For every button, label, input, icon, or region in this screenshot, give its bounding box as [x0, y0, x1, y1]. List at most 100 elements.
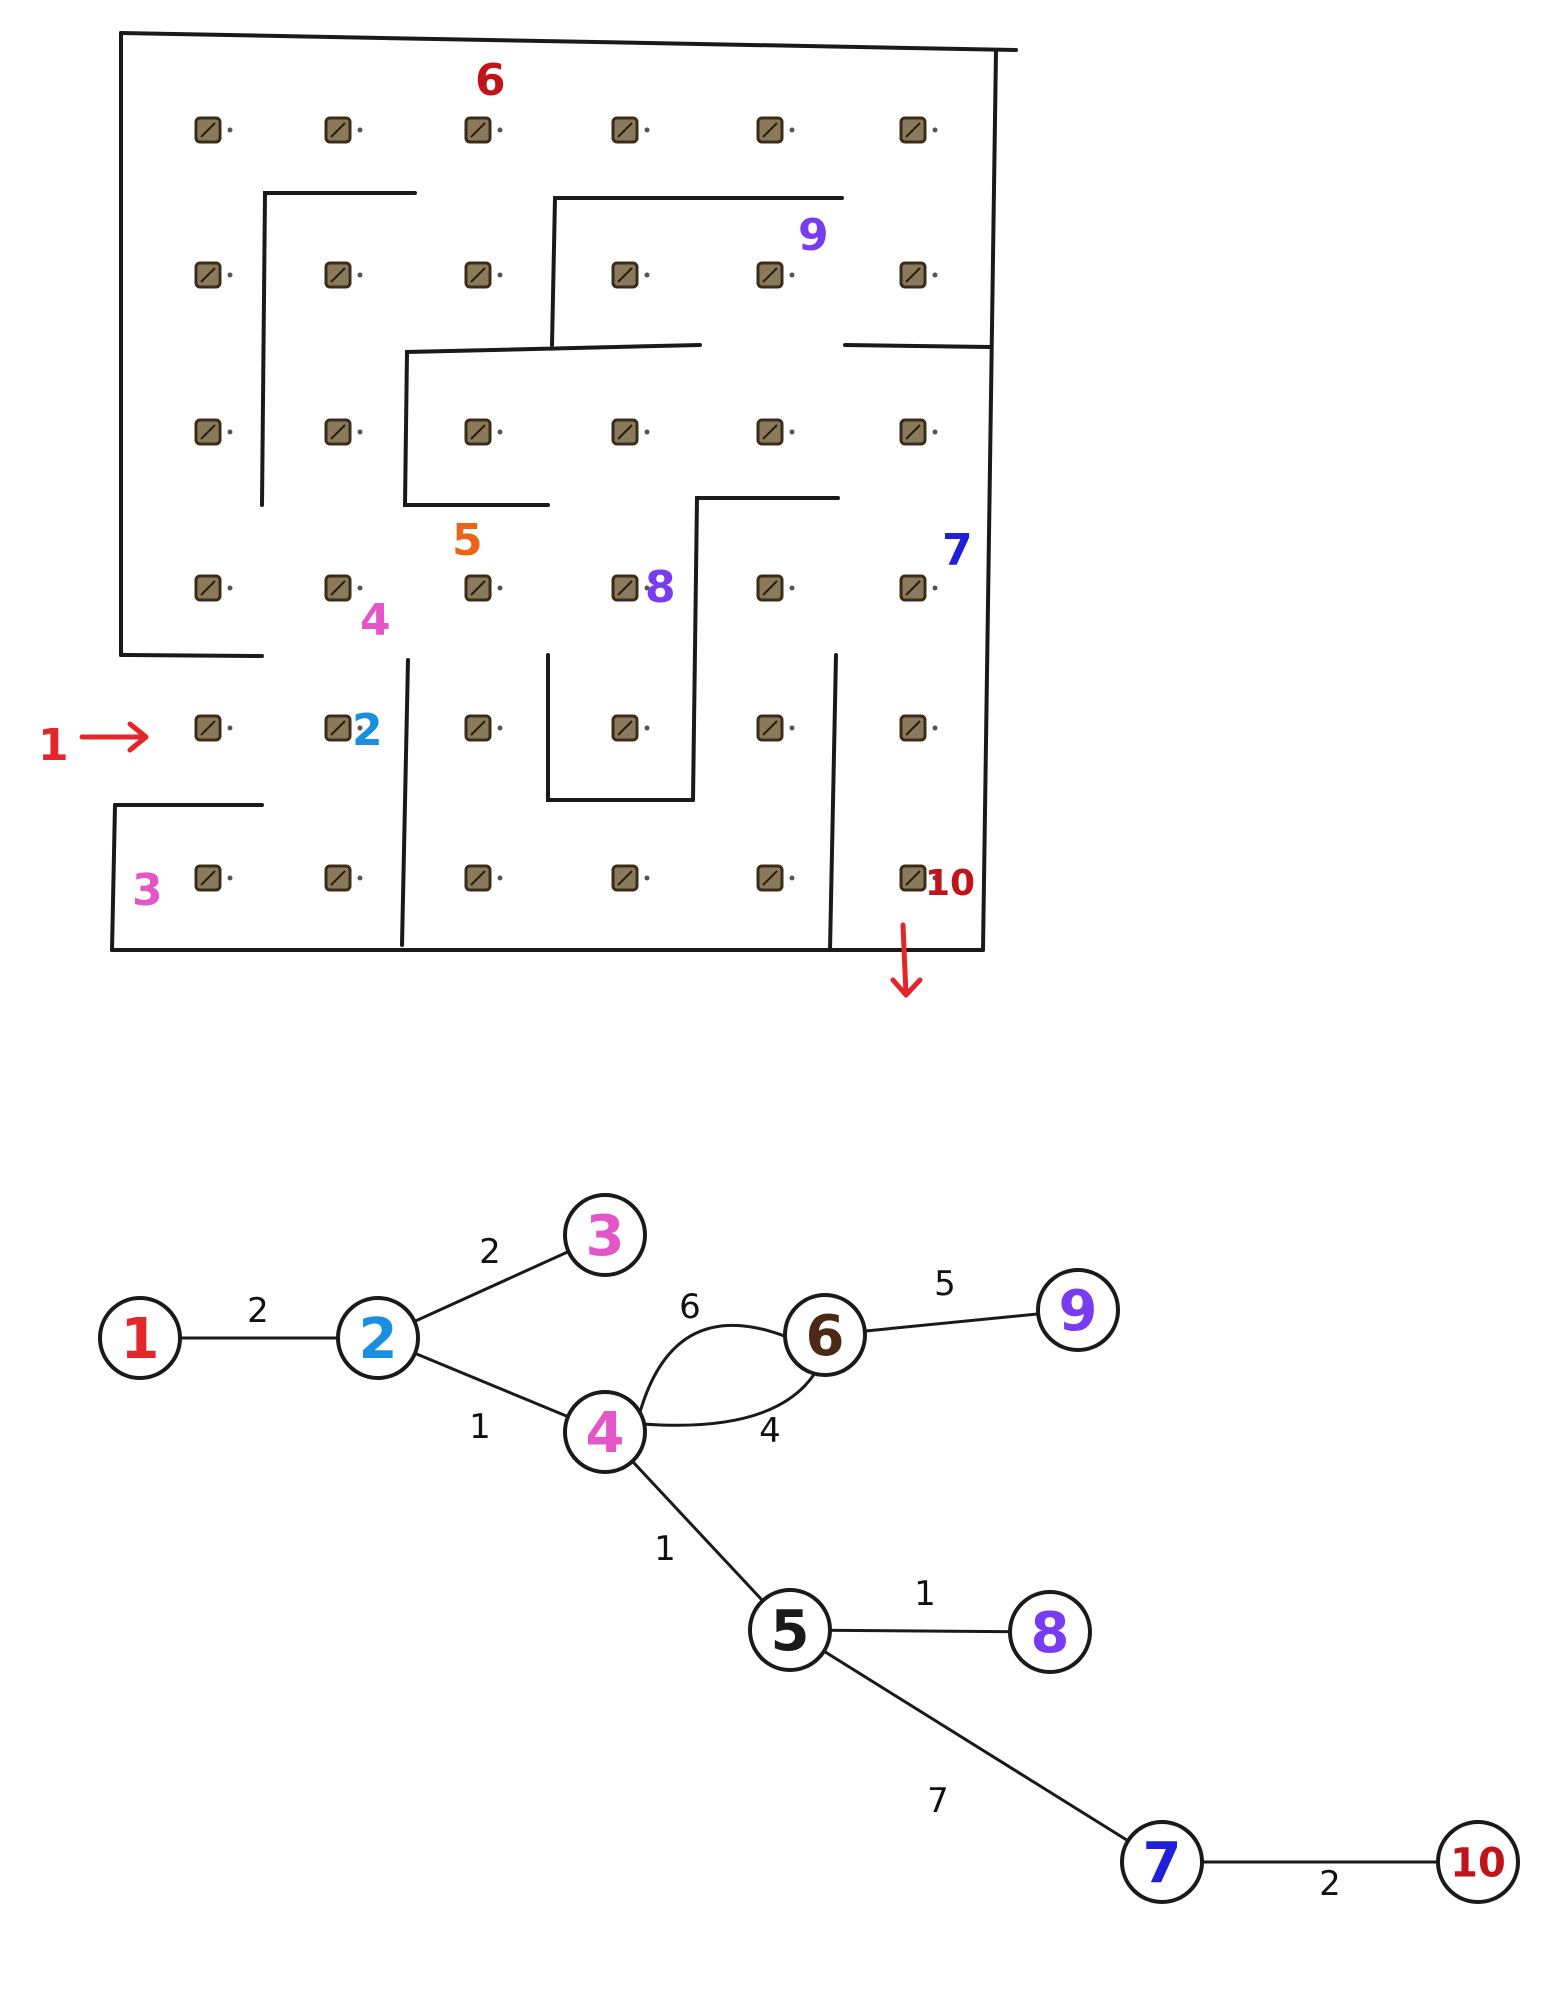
node-circle [563, 1390, 647, 1474]
maze-cell [899, 116, 938, 144]
maze-cell [899, 261, 938, 289]
node-label: 8 [1031, 1601, 1070, 1666]
node-circle [1436, 1820, 1520, 1904]
maze-cell [324, 574, 363, 602]
node-label: 6 [806, 1304, 845, 1369]
maze-wall-left-lower [110, 803, 117, 952]
node-circle [336, 1296, 420, 1380]
graph-nodes: 1 2 3 4 5 6 7 8 9 10 [98, 1193, 1520, 1904]
edge-weight-label: 1 [914, 1574, 936, 1614]
maze-cell [756, 418, 795, 446]
node-label: 9 [1059, 1279, 1098, 1344]
edge-weight-label: 7 [927, 1781, 949, 1821]
node-label: 3 [586, 1204, 625, 1269]
maze-cell [194, 261, 233, 289]
node-circle [783, 1293, 867, 1377]
maze-wall [546, 653, 695, 802]
graph-edge-4-6 [638, 1323, 788, 1413]
graph-node-6: 6 [783, 1293, 867, 1377]
maze-label-2: 2 [352, 705, 383, 756]
edge-weight-label: 6 [679, 1287, 701, 1327]
graph-node-8: 8 [1008, 1590, 1092, 1674]
maze-cell [756, 261, 795, 289]
maze-cell [611, 864, 650, 892]
edge-weight-label: 5 [934, 1264, 956, 1304]
graph-edge-6-9 [824, 1308, 1079, 1337]
graph-node-7: 7 [1120, 1820, 1204, 1904]
maze-cell [194, 574, 233, 602]
maze-wall [843, 343, 992, 349]
maze-wall [402, 343, 702, 507]
edge-weight-label: 1 [654, 1529, 676, 1569]
maze-cell [899, 864, 938, 892]
maze-cell [324, 714, 363, 742]
node-label: 10 [1450, 1840, 1506, 1886]
maze-wall [119, 653, 264, 658]
maze-cell [464, 714, 503, 742]
maze-cell [464, 418, 503, 446]
maze-cell [756, 864, 795, 892]
node-circle [1120, 1820, 1204, 1904]
edge-weight-label: 2 [1319, 1864, 1341, 1904]
node-circle [98, 1296, 182, 1380]
graph-edge-4-5 [603, 1430, 792, 1632]
maze-wall [550, 196, 844, 347]
maze-wall [691, 496, 840, 802]
graph-node-10: 10 [1436, 1820, 1520, 1904]
graph-node-5: 5 [748, 1588, 832, 1672]
maze-wall-right [981, 48, 998, 952]
maze-label-8: 8 [645, 562, 676, 613]
maze-cell [464, 116, 503, 144]
edge-weight-label: 2 [479, 1232, 501, 1272]
maze-cell [194, 864, 233, 892]
graph-node-4: 4 [563, 1390, 647, 1474]
edge-weight-label: 4 [759, 1411, 781, 1451]
maze-label-7: 7 [942, 525, 973, 576]
maze-wall [828, 653, 838, 952]
maze-label-10: 10 [925, 863, 975, 904]
graph-node-9: 9 [1036, 1268, 1120, 1352]
maze-label-4: 4 [360, 595, 391, 646]
maze-cell [899, 714, 938, 742]
maze-label-3: 3 [132, 865, 163, 916]
graph-node-3: 3 [563, 1193, 647, 1277]
maze-cell [324, 116, 363, 144]
maze-label-5: 5 [452, 515, 483, 566]
maze-cell [194, 116, 233, 144]
node-label: 5 [771, 1599, 810, 1664]
maze-label-9: 9 [798, 210, 829, 261]
graph-weights: 2 2 1 6 4 5 1 1 7 2 [247, 1232, 1341, 1904]
edge-weight-label: 2 [247, 1291, 269, 1331]
maze-cell [464, 574, 503, 602]
node-label: 2 [359, 1307, 398, 1372]
maze-cell [464, 261, 503, 289]
maze-label-1: 1 [38, 720, 69, 771]
maze-cell [324, 864, 363, 892]
node-label: 4 [586, 1401, 625, 1466]
edge-weight-label: 1 [469, 1407, 491, 1447]
maze-arrows [79, 721, 923, 998]
node-circle [1036, 1268, 1120, 1352]
graph-edge-5-8 [789, 1628, 1051, 1634]
graph-node-2: 2 [336, 1296, 420, 1380]
exit-arrow-icon [890, 922, 923, 998]
graph-edge-4-6 [642, 1372, 817, 1427]
maze-cell [611, 116, 650, 144]
node-label: 1 [121, 1307, 160, 1372]
maze-cell [899, 418, 938, 446]
maze-cell [756, 574, 795, 602]
graph-node-1: 1 [98, 1296, 182, 1380]
start-arrow-icon [79, 721, 149, 753]
node-circle [1008, 1590, 1092, 1674]
maze-label-6: 6 [475, 55, 506, 106]
maze-cell [899, 574, 938, 602]
maze-wall-top [119, 31, 1018, 52]
maze-wall [400, 658, 410, 947]
maze-cell [756, 116, 795, 144]
maze-cell [194, 418, 233, 446]
maze-cell [611, 418, 650, 446]
maze-cell [611, 714, 650, 742]
node-circle [748, 1588, 832, 1672]
maze-cell [611, 261, 650, 289]
